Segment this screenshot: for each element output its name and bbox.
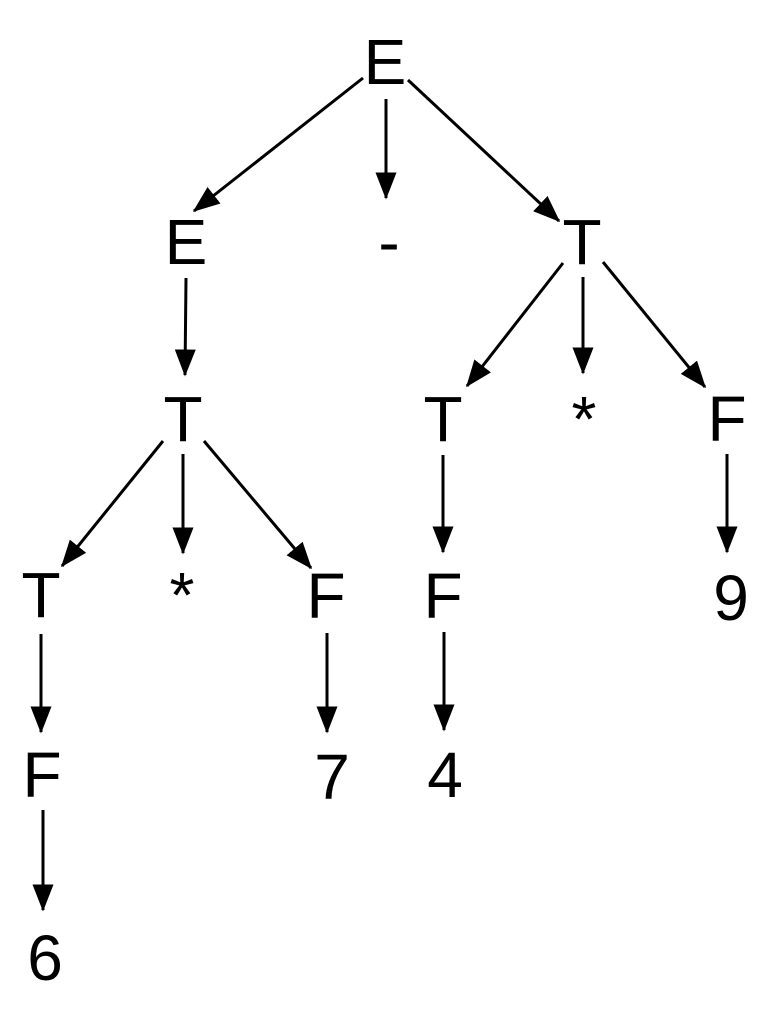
node-op-minus: -	[378, 206, 399, 278]
edge-t2-to-t3r	[465, 262, 565, 388]
nodes: E E - T T T * F T * F F 9 F 7 4 6	[21, 26, 748, 994]
node-t-right: T	[562, 206, 601, 278]
node-t-mid-left: T	[163, 383, 202, 455]
node-leaf-six: 6	[27, 922, 63, 994]
edge-roote-to-t2	[406, 78, 561, 223]
node-f-left-six: F	[22, 739, 61, 811]
edge-t2-to-f3	[601, 261, 707, 389]
node-f-left-seven: F	[306, 560, 345, 632]
node-op-star-left: *	[170, 559, 195, 631]
node-t-mid-right: T	[423, 383, 462, 455]
node-f-right: F	[707, 383, 746, 455]
edge-t3l-to-t4	[60, 440, 165, 568]
node-t-bottom-left: T	[21, 559, 60, 631]
edge-t3l-to-f4l	[202, 440, 313, 570]
node-e-left: E	[165, 206, 208, 278]
node-e-root: E	[364, 26, 407, 98]
node-leaf-four: 4	[427, 739, 463, 811]
edges	[30, 76, 738, 912]
node-op-star-right: *	[572, 383, 597, 455]
node-leaf-nine: 9	[713, 562, 749, 634]
edge-e2-to-t3l	[174, 277, 196, 377]
node-leaf-seven: 7	[314, 741, 350, 813]
edge-roote-to-e2	[192, 76, 364, 213]
node-f-mid-four: F	[423, 560, 462, 632]
